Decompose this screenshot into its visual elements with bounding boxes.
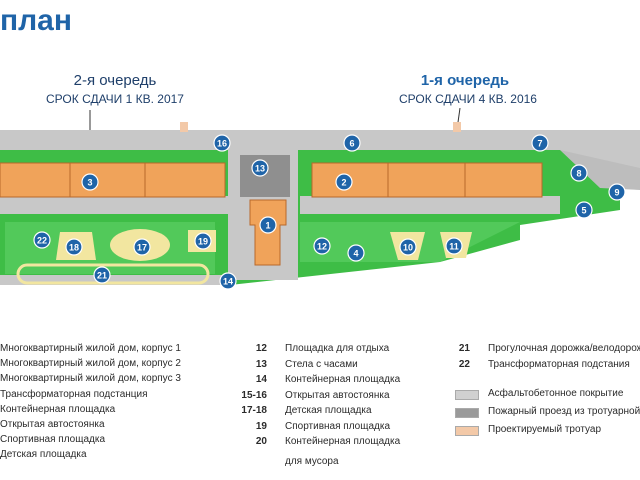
marker-10-circle [399, 238, 417, 256]
legend-item-3: Многоквартирный жилой дом, корпус 3 [0, 373, 181, 385]
marker-13-circle [251, 159, 269, 177]
marker-21-label: 21 [97, 271, 107, 281]
marker-2-label: 2 [341, 178, 346, 188]
legend-number-12: 12 [255, 343, 267, 354]
legend-item-20: Контейнерная площадка [285, 436, 401, 447]
road-east [300, 196, 560, 214]
legend-swatch-3 [455, 426, 479, 436]
marker-17-label: 17 [137, 243, 147, 253]
marker-17-circle [133, 238, 151, 256]
marker-14-circle [219, 272, 237, 290]
legend-swatch-label-3: Проектируемый тротуар [488, 424, 602, 435]
marker-9-circle [608, 183, 626, 201]
marker-19-circle [194, 232, 212, 250]
marker-10-label: 10 [403, 243, 413, 253]
marker-22-circle [33, 231, 51, 249]
marker-8-label: 8 [576, 169, 581, 179]
marker-4-label: 4 [353, 249, 358, 259]
sidewalk [180, 122, 188, 132]
legend-item-8: Детская площадка [0, 449, 87, 461]
marker-6-circle [343, 134, 361, 152]
marker-6-label: 6 [349, 139, 354, 149]
road-south [0, 275, 232, 285]
legend-number-19: 19 [255, 420, 267, 432]
main-road [0, 130, 640, 170]
legend-item-12: Площадка для отдыха [285, 343, 390, 354]
page-title: план [0, 4, 72, 37]
legend-swatch-label-2: Пожарный проезд из тротуарной [488, 406, 640, 417]
legend-number-13: 13 [255, 358, 267, 370]
sidewalk [453, 122, 461, 132]
marker-5-label: 5 [581, 206, 586, 216]
legend-item-22: Трансформаторная подстания [488, 359, 630, 370]
marker-16-label: 16 [217, 139, 227, 149]
marker-11-label: 11 [449, 242, 459, 252]
marker-1-label: 1 [265, 221, 270, 231]
legend-item-15-16: Открытая автостоянка [285, 389, 390, 401]
legend-swatch-label-1: Асфальтобетонное покрытие [488, 388, 624, 399]
legend-item-4: Трансформаторная подстанция [0, 388, 148, 400]
legend-item-19: Спортивная площадка [285, 420, 390, 432]
marker-12-circle [313, 237, 331, 255]
legend-item-14: Контейнерная площадка [285, 374, 401, 385]
marker-14-label: 14 [223, 277, 233, 287]
legend-item-1: Многоквартирный жилой дом, корпус 1 [0, 343, 181, 354]
marker-12-label: 12 [317, 242, 327, 252]
legend-number-17-18: 17-18 [241, 405, 267, 416]
marker-9-label: 9 [614, 188, 619, 198]
legend-item-17-18: Детская площадка [285, 405, 372, 416]
marker-3-label: 3 [87, 178, 92, 188]
legend-item-7: Спортивная площадка [0, 434, 105, 446]
legend-number-20: 20 [255, 436, 267, 447]
marker-3-circle [81, 173, 99, 191]
marker-22-label: 22 [37, 236, 47, 246]
marker-21-circle [93, 266, 111, 284]
parking-east [560, 150, 640, 190]
legend-swatch-1 [455, 390, 479, 400]
phase1-title: 1-я очередь [420, 72, 510, 89]
legend-swatch-2 [455, 408, 479, 418]
legend-item-2: Многоквартирный жилой дом, корпус 2 [0, 358, 181, 370]
marker-16-circle [213, 134, 231, 152]
marker-2-circle [335, 173, 353, 191]
legend-item-13: Стела с часами [285, 358, 358, 370]
walking-track-21 [16, 263, 210, 285]
legend-number-15-16: 15-16 [241, 389, 267, 401]
legend-item-6: Открытая автостоянка [0, 419, 105, 430]
legend-number-22: 22 [458, 359, 470, 370]
legend-item-21: Прогулочная дорожка/велодорож [488, 343, 640, 354]
phase1-deadline: СРОК СДАЧИ 4 КВ. 2016 [399, 92, 537, 106]
road-west [0, 196, 230, 214]
legend-number-14: 14 [255, 374, 267, 385]
marker-8-circle [570, 164, 588, 182]
marker-7-label: 7 [537, 139, 542, 149]
marker-7-circle [531, 134, 549, 152]
legend-number-21: 21 [458, 343, 470, 354]
marker-1-circle [259, 216, 277, 234]
marker-18-label: 18 [69, 243, 79, 253]
marker-18-circle [65, 238, 83, 256]
legend-item-20-extra: для мусора [285, 456, 339, 467]
marker-5-circle [575, 201, 593, 219]
marker-11-circle [445, 237, 463, 255]
marker-4-circle [347, 244, 365, 262]
phase2-title: 2-я очередь [73, 72, 157, 89]
marker-19-label: 19 [198, 237, 208, 247]
building-korpus-3 [0, 162, 226, 198]
marker-13-label: 13 [255, 164, 265, 174]
phase2-deadline: СРОК СДАЧИ 1 КВ. 2017 [46, 92, 184, 106]
legend-item-5: Контейнерная площадка [0, 403, 116, 415]
